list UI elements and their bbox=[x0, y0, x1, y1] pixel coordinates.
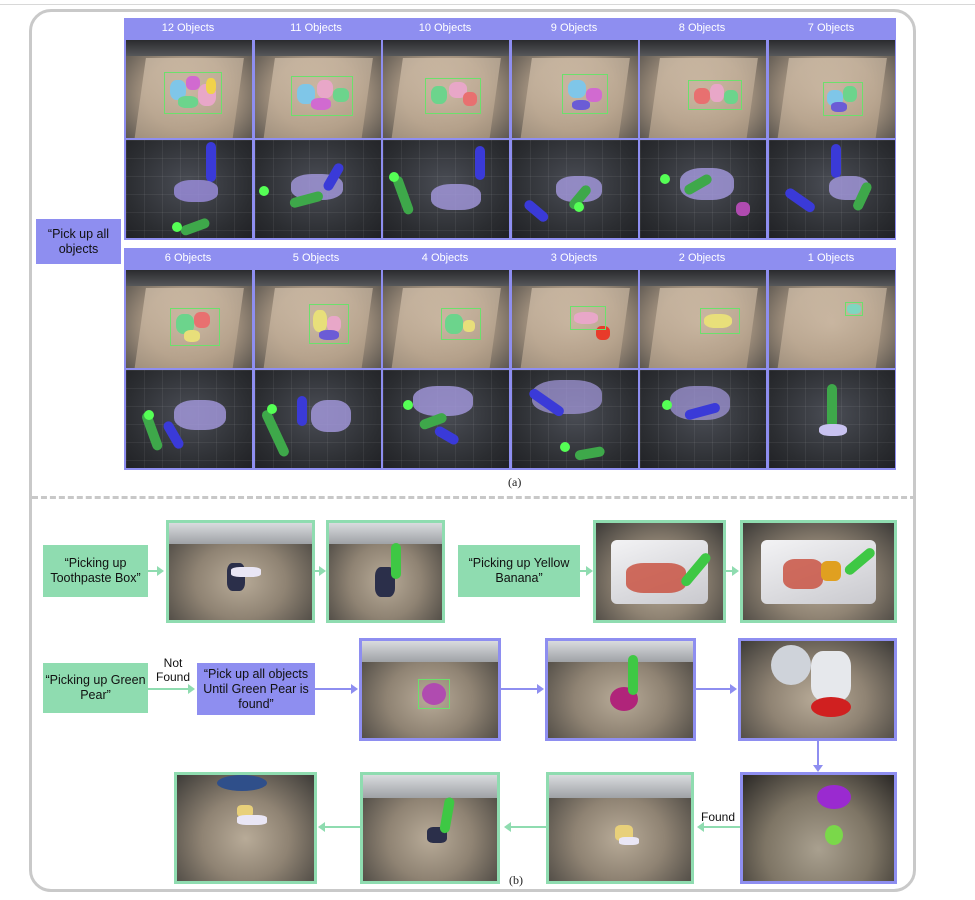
banana-prompt: “Picking up Yellow Banana” bbox=[458, 545, 580, 597]
connector bbox=[817, 741, 819, 767]
panel-header: 8 Objects bbox=[678, 22, 726, 34]
toothpaste-prompt: “Picking up Toothpaste Box” bbox=[43, 545, 148, 597]
camera-view bbox=[383, 40, 509, 138]
connector bbox=[511, 826, 546, 828]
grasp-visualization bbox=[512, 370, 638, 468]
arrow-left bbox=[318, 822, 325, 832]
fallback-prompt: “Pick up all objects Until Green Pear is… bbox=[197, 663, 315, 715]
panel-header: 4 Objects bbox=[421, 252, 469, 264]
grasp-visualization bbox=[383, 370, 509, 468]
panel-header: 7 Objects bbox=[807, 22, 855, 34]
pear-pick-photo-1 bbox=[546, 772, 694, 884]
pear-pick-photo-2 bbox=[360, 772, 500, 884]
connector bbox=[148, 688, 190, 690]
pear-prompt: “Picking up Green Pear” bbox=[43, 663, 148, 713]
grasp-visualization bbox=[126, 140, 252, 238]
camera-view bbox=[640, 40, 766, 138]
camera-view bbox=[769, 270, 895, 368]
progress-grid-row-2: 6 Objects 5 Objects 4 Objects 3 Objects … bbox=[124, 248, 896, 470]
arrow-right bbox=[732, 566, 739, 576]
caption-b: (b) bbox=[507, 873, 525, 888]
arrow-right bbox=[157, 566, 164, 576]
arrow-left bbox=[697, 822, 704, 832]
pear-search-photo-2 bbox=[545, 638, 696, 741]
connector bbox=[148, 570, 158, 572]
panel-header: 12 Objects bbox=[161, 22, 215, 34]
panel-header: 9 Objects bbox=[550, 22, 598, 34]
connector bbox=[325, 826, 360, 828]
panel-header: 3 Objects bbox=[550, 252, 598, 264]
top-rule bbox=[0, 4, 975, 5]
pear-search-photo-1 bbox=[359, 638, 501, 741]
grasp-visualization bbox=[255, 140, 381, 238]
grasp-visualization bbox=[383, 140, 509, 238]
panel-header: 5 Objects bbox=[292, 252, 340, 264]
grasp-visualization bbox=[255, 370, 381, 468]
grasp-visualization bbox=[640, 140, 766, 238]
connector bbox=[726, 570, 734, 572]
connector bbox=[315, 570, 321, 572]
banana-photo-after bbox=[740, 520, 897, 623]
pear-pick-photo-3 bbox=[174, 772, 317, 884]
arrow-down bbox=[813, 765, 823, 772]
panel-header: 6 Objects bbox=[164, 252, 212, 264]
camera-view bbox=[640, 270, 766, 368]
connector bbox=[696, 688, 732, 690]
camera-view bbox=[383, 270, 509, 368]
panel-header: 10 Objects bbox=[418, 22, 472, 34]
progress-grid-row-1: 12 Objects 11 Objects 10 Objects 9 Objec… bbox=[124, 18, 896, 240]
found-label: Found bbox=[698, 810, 738, 824]
camera-view bbox=[126, 270, 252, 368]
grasp-visualization bbox=[640, 370, 766, 468]
arrow-left bbox=[504, 822, 511, 832]
camera-view bbox=[512, 270, 638, 368]
panel-header: 11 Objects bbox=[290, 22, 342, 34]
panel-header: 2 Objects bbox=[678, 252, 726, 264]
banana-photo-before bbox=[593, 520, 726, 623]
arrow-right bbox=[730, 684, 737, 694]
grasp-visualization bbox=[769, 370, 895, 468]
camera-view bbox=[126, 40, 252, 138]
panel-header: 1 Objects bbox=[807, 252, 855, 264]
pick-up-all-prompt: “Pick up all objects bbox=[36, 219, 121, 264]
caption-a: (a) bbox=[506, 475, 524, 490]
connector bbox=[704, 826, 740, 828]
pear-found-photo bbox=[740, 772, 897, 884]
connector bbox=[315, 688, 353, 690]
camera-view bbox=[255, 270, 381, 368]
arrow-right bbox=[319, 566, 326, 576]
grasp-visualization bbox=[769, 140, 895, 238]
arrow-right bbox=[351, 684, 358, 694]
section-divider bbox=[32, 496, 916, 499]
connector bbox=[501, 688, 539, 690]
connector bbox=[580, 570, 588, 572]
toothpaste-photo-after bbox=[326, 520, 445, 623]
not-found-label: Not Found bbox=[155, 656, 191, 684]
camera-view bbox=[255, 40, 381, 138]
toothpaste-photo-before bbox=[166, 520, 315, 623]
figure-frame bbox=[29, 9, 916, 892]
camera-view bbox=[512, 40, 638, 138]
pear-search-photo-3 bbox=[738, 638, 897, 741]
grasp-visualization bbox=[126, 370, 252, 468]
camera-view bbox=[769, 40, 895, 138]
arrow-right bbox=[537, 684, 544, 694]
grasp-visualization bbox=[512, 140, 638, 238]
arrow-right bbox=[586, 566, 593, 576]
arrow-right bbox=[188, 684, 195, 694]
